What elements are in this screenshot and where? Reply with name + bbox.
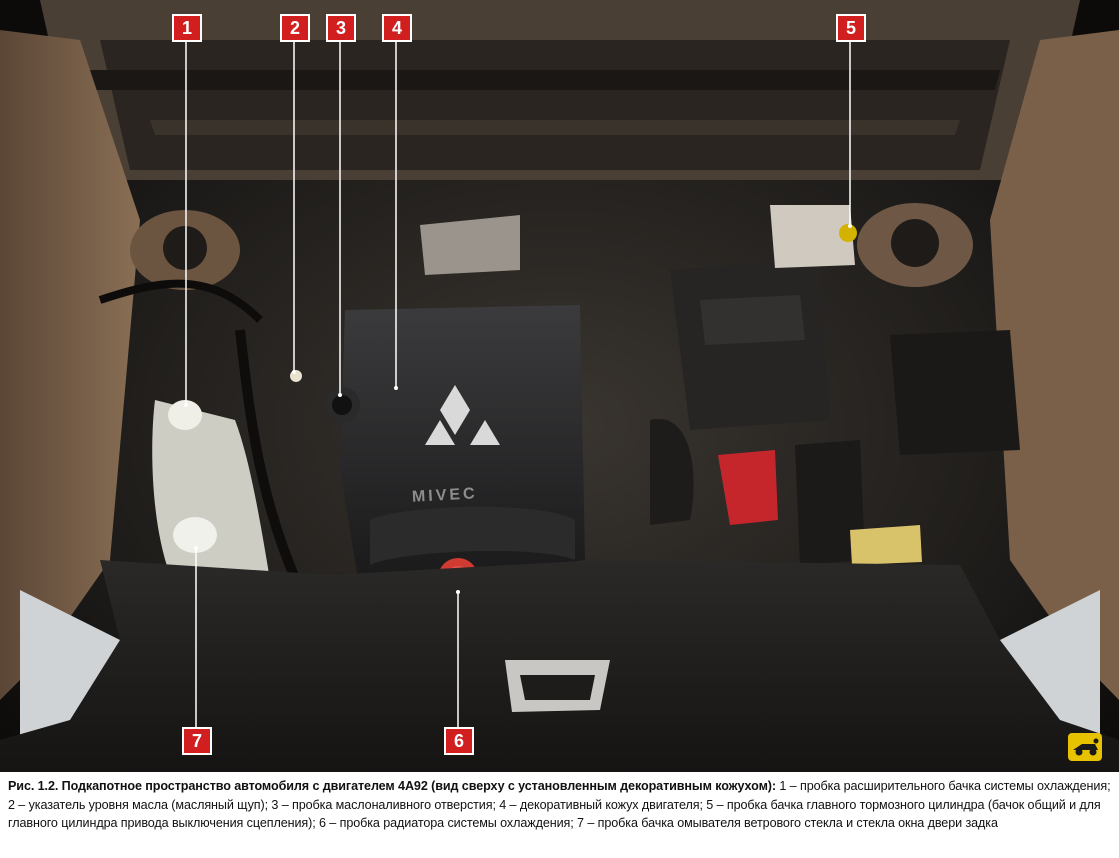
right-fender — [990, 30, 1119, 700]
publisher-badge-icon — [1068, 733, 1102, 761]
callout-7: 7 — [182, 727, 212, 755]
washer-cap — [173, 517, 217, 553]
callout-5: 5 — [836, 14, 866, 42]
battery-area — [890, 330, 1020, 455]
air-filter-housing — [670, 260, 830, 430]
callout-leader-lines — [185, 37, 851, 728]
callout-4: 4 — [382, 14, 412, 42]
callout-3: 3 — [326, 14, 356, 42]
caption-text: 1 – пробка расширительного бачка системы… — [8, 779, 1111, 830]
brake-fluid-cap — [839, 224, 857, 242]
mivec-logo-text: MIVEC — [412, 485, 478, 505]
brake-fluid-reservoir — [770, 205, 855, 268]
left-fender — [0, 30, 140, 700]
oil-dipstick-handle — [290, 370, 302, 382]
engine-bay-illustration: MIVEC — [0, 0, 1119, 772]
figure-caption: Рис. 1.2. Подкапотное пространство автом… — [8, 777, 1112, 833]
coolant-expansion-cap — [168, 400, 202, 430]
caption-title: Рис. 1.2. Подкапотное пространство автом… — [8, 779, 776, 793]
engine-bay-photo: MIVEC — [0, 0, 1119, 772]
callout-1: 1 — [172, 14, 202, 42]
callout-6: 6 — [444, 727, 474, 755]
callout-2: 2 — [280, 14, 310, 42]
